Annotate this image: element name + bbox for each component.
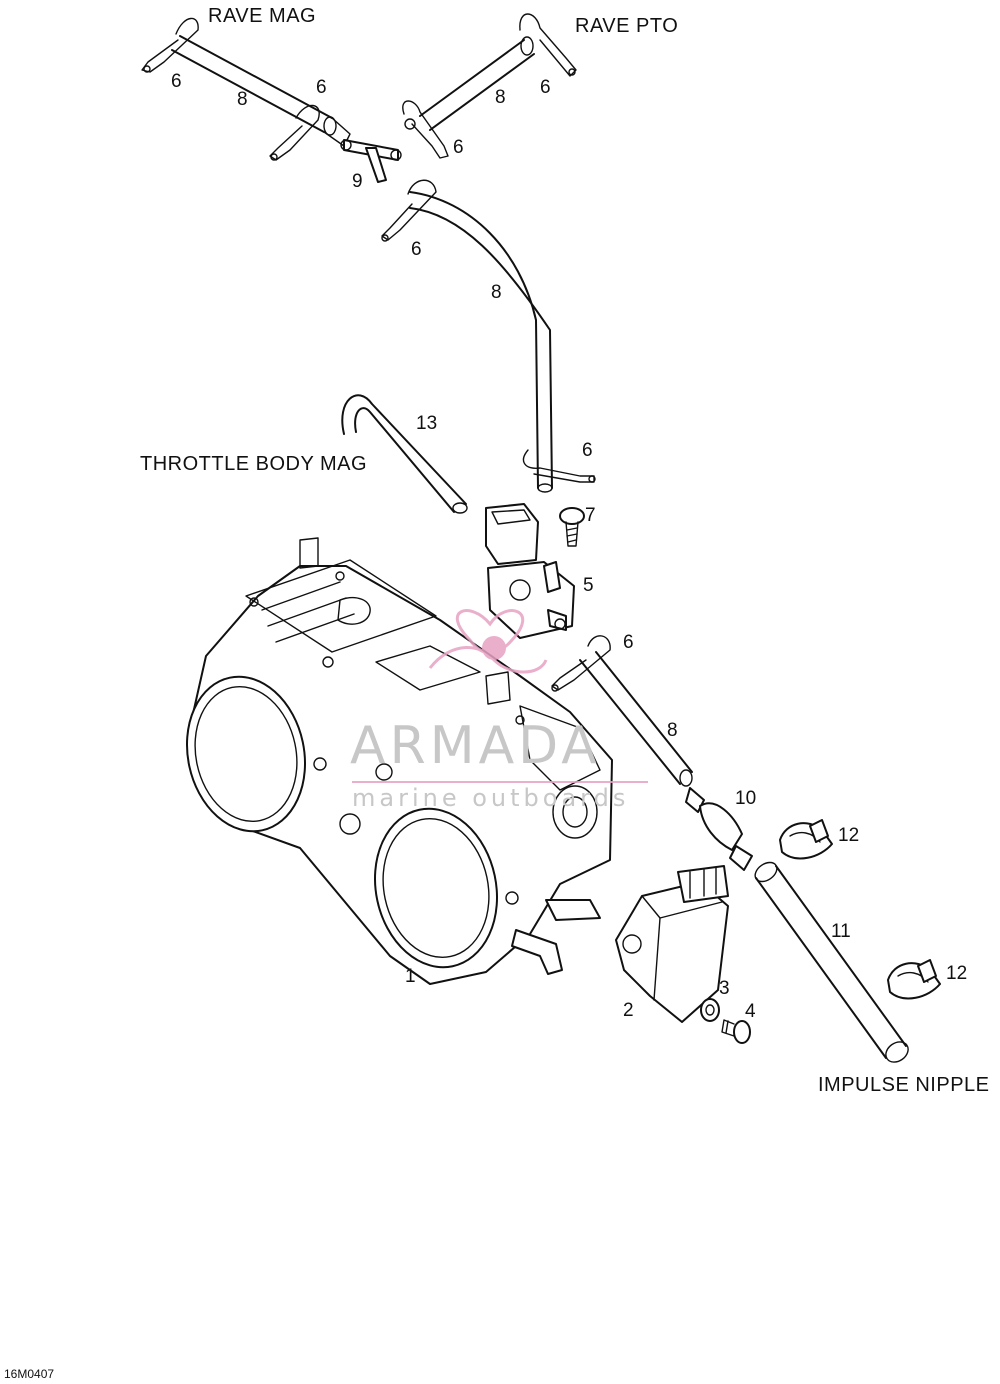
callout-8: 8 [667,720,678,741]
throttle-body [187,537,613,985]
callout-8: 8 [491,282,502,303]
callout-9: 9 [352,171,363,192]
callout-4: 4 [745,1001,756,1022]
label-rave-pto: RAVE PTO [575,15,679,37]
screw-icon [559,507,585,547]
callout-6: 6 [582,440,593,461]
throttle-position-sensor [615,865,729,1023]
washer-icon [700,998,720,1022]
callout-6: 6 [540,77,551,98]
hose-impulse-long [754,861,909,1063]
solenoid-valve [485,503,575,639]
callout-6: 6 [623,632,634,653]
callout-13: 13 [416,413,438,434]
callout-6: 6 [411,239,422,260]
clamp-icon [551,635,611,692]
spring-clamp-icon [779,819,833,860]
callout-5: 5 [583,575,594,596]
hose-throttle-body-mag [341,394,468,514]
callout-10: 10 [735,788,757,809]
label-rave-mag: RAVE MAG [208,5,317,27]
armada-logo-icon [352,609,648,783]
spring-clamp-icon [887,959,941,1000]
callout-7: 7 [585,505,596,526]
clamp-icon [141,17,199,73]
callout-12: 12 [946,963,968,984]
drawing-code: 16M0407 [4,1367,55,1381]
callout-11: 11 [831,921,851,942]
clamp-icon [522,449,596,483]
callout-6: 6 [316,77,327,98]
screw-icon [721,1019,751,1044]
callout-12: 12 [838,825,860,846]
callout-8: 8 [237,89,248,110]
clamp-icon [402,100,449,159]
clamp-icon [519,13,577,77]
callout-6: 6 [453,137,464,158]
clamp-icon [269,104,320,161]
callout-3: 3 [719,978,730,999]
check-valve-fitting [685,787,753,871]
tee-fitting [340,139,402,183]
label-impulse-nipple: IMPULSE NIPPLE [818,1074,990,1096]
throttle-bore-right [373,807,499,969]
callout-6: 6 [171,71,182,92]
callout-1: 1 [405,966,416,987]
hose-solenoid-supply [409,191,553,493]
watermark-tagline: marine outboards [352,784,630,812]
callout-2: 2 [623,1000,634,1021]
watermark-brand: ARMADA [350,716,601,776]
clamp-icon [381,179,437,242]
hose-rave-pto [419,36,535,131]
label-throttle-body-mag: THROTTLE BODY MAG [140,453,368,475]
callout-8: 8 [495,87,506,108]
hose-impulse-short [579,651,693,787]
throttle-bore-left [185,675,307,833]
